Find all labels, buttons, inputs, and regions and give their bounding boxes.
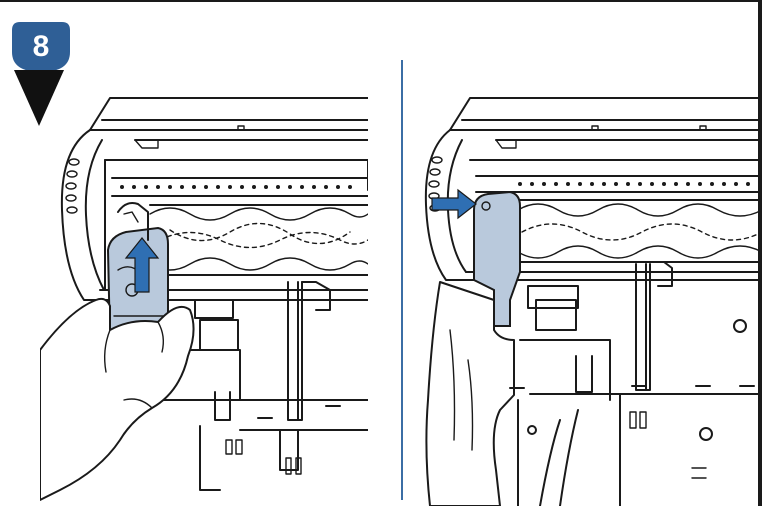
- channel-dots-right: [518, 182, 750, 186]
- right-arrow-icon: [431, 188, 477, 220]
- latch-block: [194, 299, 234, 319]
- right-illustration: [424, 97, 762, 506]
- bristle-spiral: [159, 231, 368, 249]
- guide-rail-right: [635, 263, 651, 391]
- side-frame-right: [424, 129, 467, 281]
- guide-rail: [287, 281, 303, 421]
- lower-body: [425, 281, 515, 506]
- down-triangle-icon: [14, 70, 64, 126]
- panel-divider: [401, 60, 403, 500]
- installed-side-cap: [473, 190, 521, 327]
- left-illustration: [40, 97, 368, 501]
- housing-top-edge-right: [449, 97, 762, 131]
- hand: [40, 297, 195, 501]
- frame-top-edge: [0, 0, 762, 2]
- step-number: 8: [32, 30, 50, 63]
- housing-top-edge: [89, 97, 368, 131]
- frame-right-edge: [758, 0, 762, 506]
- bristles-bottom: [149, 257, 368, 271]
- vent-holes: [65, 158, 80, 214]
- step-badge-shape: [12, 22, 70, 72]
- bristles-top: [149, 207, 368, 221]
- brush-channel: [104, 159, 368, 191]
- step-badge: 8: [12, 22, 70, 72]
- channel-dots: [120, 185, 352, 189]
- side-frame: [60, 129, 101, 301]
- up-arrow-icon: [124, 237, 160, 293]
- drive-gear: [117, 202, 149, 241]
